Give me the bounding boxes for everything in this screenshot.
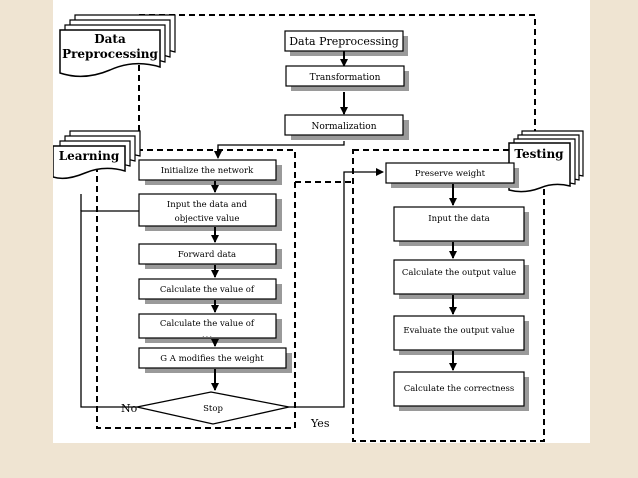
doc-learning-label: Learning <box>59 149 120 163</box>
box-preserve-weight: Preserve weight <box>385 162 519 188</box>
box-initialize-network-label: Initialize the network <box>161 166 254 176</box>
box-calc-correctness-label: Calculate the correctness <box>404 384 515 394</box>
decision-stop: Stop <box>136 391 290 425</box>
box-testing-input-data-label: Input the data <box>428 214 489 224</box>
box-transformation: Transformation <box>285 65 409 91</box>
box-calculate-value-2: Calculate the value of . . . <box>138 313 282 343</box>
box-forward-data-label: Forward data <box>178 250 236 260</box>
decision-stop-label: Stop <box>203 404 223 414</box>
doc-data-preprocessing-line1: Data <box>94 32 126 46</box>
box-testing-input-data: Input the data <box>393 206 529 246</box>
yes-path-line <box>289 168 384 408</box>
box-input-data-line1: Input the data and <box>167 200 248 210</box>
box-calc-output-value: Calculate the output value <box>393 259 529 299</box>
box-calc-correctness: Calculate the correctness <box>393 371 529 411</box>
doc-testing-label: Testing <box>514 147 564 161</box>
testing-dashed-group <box>352 149 545 442</box>
doc-learning: Learning <box>53 130 141 180</box>
box-initialize-network: Initialize the network <box>138 159 282 185</box>
box-ga-modifies-weight-label: G A modifies the weight <box>160 354 264 364</box>
flowchart: Data Preprocessing Learning Testing Data… <box>53 14 584 442</box>
box-ga-modifies-weight: G A modifies the weight <box>138 347 292 373</box>
box-input-data-objective: Input the data and objective value <box>138 193 282 231</box>
box-calculate-value-2-label: Calculate the value of <box>160 319 255 329</box>
box-normalization: Normalization <box>284 114 409 140</box>
box-data-preprocessing-label: Data Preprocessing <box>289 35 399 48</box>
box-forward-data: Forward data <box>138 243 282 269</box>
arrow-normalization-to-initialize <box>214 141 345 159</box>
box-calculate-value-1-label: Calculate the value of <box>160 285 255 295</box>
box-preserve-weight-label: Preserve weight <box>415 169 486 179</box>
box-calc-output-value-label: Calculate the output value <box>402 268 516 278</box>
box-evaluate-output-value: Evaluate the output value <box>393 315 529 355</box>
learning-dashed-group <box>96 149 296 429</box>
box-calculate-value-1: Calculate the value of <box>138 278 282 304</box>
doc-data-preprocessing-line2: Preprocessing <box>62 47 158 61</box>
no-loop-line <box>80 210 139 408</box>
box-transformation-label: Transformation <box>310 73 381 83</box>
box-input-data-line2: objective value <box>175 214 240 224</box>
box-data-preprocessing: Data Preprocessing <box>284 30 408 56</box>
doc-data-preprocessing: Data Preprocessing <box>59 14 176 78</box>
box-evaluate-output-value-label: Evaluate the output value <box>403 326 514 336</box>
box-normalization-label: Normalization <box>311 122 376 132</box>
doc-testing: Testing <box>508 130 584 193</box>
label-yes: Yes <box>310 417 330 430</box>
box-calculate-value-2-ellipsis: . . . <box>202 332 212 339</box>
label-no: No <box>121 402 138 415</box>
diagram-canvas: Data Preprocessing Learning Testing Data… <box>53 0 590 443</box>
